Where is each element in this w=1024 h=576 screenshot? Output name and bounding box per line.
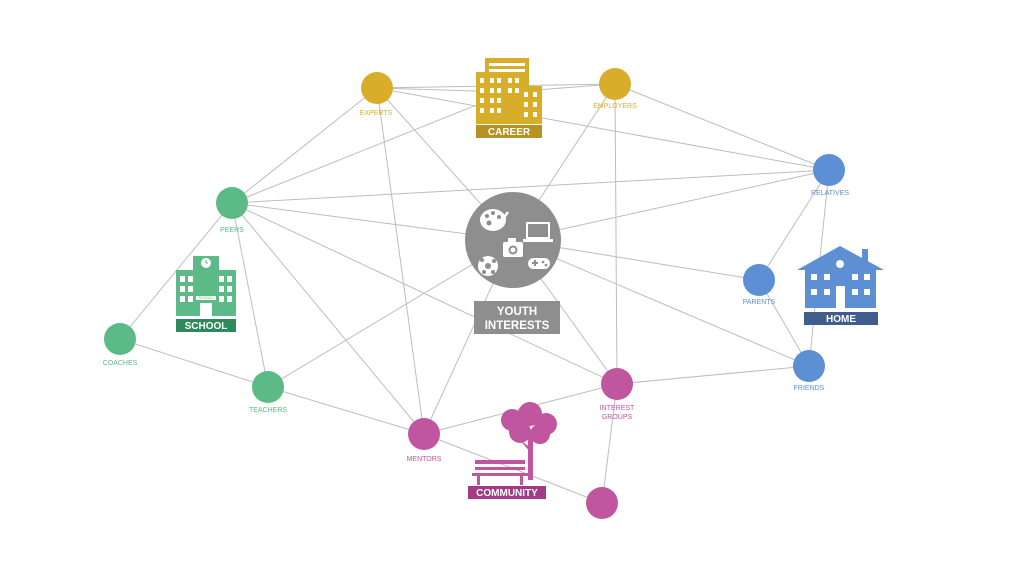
node-label: FRIENDS — [794, 385, 825, 392]
node-circle — [408, 418, 440, 450]
node-unlabeled-community — [586, 487, 618, 519]
school-banner: SCHOOL — [176, 319, 236, 332]
school-sign: SCHOOL — [199, 296, 214, 300]
node-circle — [793, 350, 825, 382]
node-label: MENTORS — [407, 456, 442, 463]
node-peers: PEERS — [216, 187, 248, 234]
edge-parents-friends — [758, 279, 810, 367]
edge-peers-relatives — [231, 169, 830, 204]
community-group: COMMUNITY — [468, 402, 557, 499]
node-circle — [104, 323, 136, 355]
edge-employers-relatives — [614, 83, 830, 171]
center-label-line2: INTERESTS — [485, 320, 550, 332]
youth-interests-label: YOUTH INTERESTS — [474, 301, 560, 334]
node-relatives: RELATIVES — [811, 154, 849, 197]
edge-friends-interest_groups — [616, 365, 810, 385]
node-circle — [361, 72, 393, 104]
node-label-line2: GROUPS — [602, 414, 633, 421]
node-friends: FRIENDS — [793, 350, 825, 392]
laptop-icon — [523, 222, 553, 242]
edge-center-friends — [512, 239, 810, 367]
edge-career_icon-peers — [231, 91, 510, 204]
node-parents: PARENTS — [743, 264, 776, 306]
node-interest-groups: INTEREST GROUPS — [600, 368, 635, 421]
park-tree-bench-icon — [472, 402, 557, 485]
node-label: EXPERTS — [360, 110, 393, 117]
node-label: PARENTS — [743, 299, 776, 306]
node-label: TEACHERS — [249, 407, 287, 414]
edge-peers-teachers — [231, 202, 269, 388]
node-label: RELATIVES — [811, 190, 849, 197]
career-banner-label: CAREER — [488, 127, 531, 138]
node-employers: EMPLOYERS — [593, 68, 637, 110]
community-banner-label: COMMUNITY — [476, 488, 538, 499]
home-banner: HOME — [804, 312, 878, 325]
community-banner: COMMUNITY — [468, 486, 546, 499]
soccer-ball-icon — [478, 256, 498, 276]
school-banner-label: SCHOOL — [185, 321, 228, 332]
home-banner-label: HOME — [826, 314, 856, 325]
edge-teachers-mentors — [267, 386, 425, 435]
edge-experts-mentors — [376, 87, 425, 435]
career-banner: CAREER — [476, 125, 542, 138]
node-teachers: TEACHERS — [249, 371, 287, 414]
edge-experts-peers — [231, 87, 378, 204]
node-label: EMPLOYERS — [593, 103, 637, 110]
edge-employers-interest_groups — [614, 83, 618, 385]
node-label: COACHES — [103, 360, 138, 367]
career-group: CAREER — [476, 58, 542, 138]
node-circle — [743, 264, 775, 296]
edge-experts-relatives — [376, 87, 830, 171]
home-group: HOME — [797, 246, 884, 325]
node-label-line1: INTEREST — [600, 405, 635, 412]
node-mentors: MENTORS — [407, 418, 442, 463]
node-circle — [216, 187, 248, 219]
node-label: PEERS — [220, 227, 244, 234]
center-label-line1: YOUTH — [497, 306, 537, 318]
edge-interest_groups-unlabeled_community — [601, 383, 618, 504]
game-controller-icon — [528, 258, 550, 269]
youth-interests-node: YOUTH INTERESTS — [465, 192, 561, 334]
house-icon — [797, 246, 884, 308]
node-circle — [813, 154, 845, 186]
edge-peers-mentors — [231, 202, 425, 435]
school-group: SCHOOL SCHOOL — [176, 256, 236, 332]
node-circle — [586, 487, 618, 519]
edge-relatives-parents — [758, 169, 830, 281]
node-circle — [252, 371, 284, 403]
camera-icon — [503, 238, 523, 257]
node-experts: EXPERTS — [360, 72, 393, 117]
edge-relatives-center — [512, 169, 830, 241]
school-building-icon: SCHOOL — [176, 256, 236, 316]
palette-icon — [480, 209, 510, 231]
edge-coaches-teachers — [119, 338, 269, 388]
node-circle — [601, 368, 633, 400]
building-windows — [480, 63, 537, 117]
node-circle — [599, 68, 631, 100]
node-coaches: COACHES — [103, 323, 138, 367]
